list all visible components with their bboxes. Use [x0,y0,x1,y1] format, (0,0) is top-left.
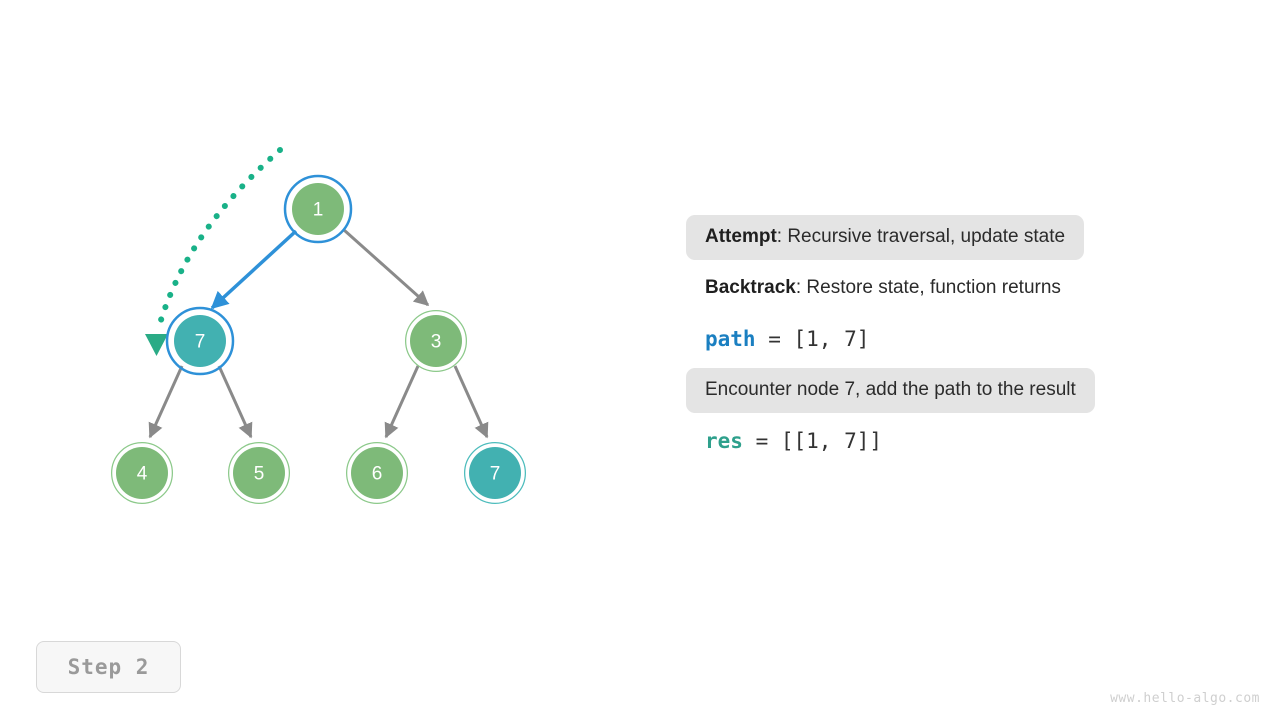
backtrack-row: Backtrack: Restore state, function retur… [686,265,1206,311]
tree-node-7-left[interactable]: 7 [165,306,235,376]
backtrack-line: Backtrack: Restore state, function retur… [686,266,1080,311]
edge-3-to-6 [384,365,420,439]
attempt-pill: Attempt: Recursive traversal, update sta… [686,214,1085,260]
backtrack-dotted-curve [155,147,283,333]
path-code-line: path = [1, 7] [686,316,1206,362]
backtrack-triangle-icon [145,334,168,356]
attempt-term: Attempt [705,225,777,247]
tree-node-7-leaf[interactable]: 7 [464,442,526,504]
backtrack-text: : Restore state, function returns [795,276,1061,298]
step-badge: Step 2 [36,641,181,693]
backtrack-term: Backtrack [705,276,796,298]
tree-node-1[interactable]: 1 [283,174,353,244]
tree-node-5[interactable]: 5 [228,442,290,504]
encounter-pill: Encounter node 7, add the path to the re… [686,367,1095,413]
res-code-line: res = [[1, 7]] [686,418,1206,464]
tree-edges [148,228,489,439]
watermark: www.hello-algo.com [1110,691,1260,706]
edge-1-to-7-active [210,229,298,310]
edge-7-to-4 [148,365,184,439]
res-variable: res [705,429,743,453]
edge-7-to-5 [217,365,253,439]
step-badge-label: Step 2 [67,655,150,679]
tree-node-6[interactable]: 6 [346,442,408,504]
binary-tree-diagram: 1 7 3 4 [111,147,526,504]
edge-1-to-3 [343,228,430,307]
attempt-text: : Recursive traversal, update state [776,225,1066,247]
tree-nodes: 1 7 3 4 [111,174,526,504]
path-value: = [1, 7] [755,327,870,351]
tree-node-3[interactable]: 3 [405,310,467,372]
explanation-panel: Attempt: Recursive traversal, update sta… [686,214,1206,469]
res-value: = [[1, 7]] [742,429,883,453]
path-variable: path [705,327,756,351]
encounter-row: Encounter node 7, add the path to the re… [686,367,1206,413]
attempt-row: Attempt: Recursive traversal, update sta… [686,214,1206,260]
edge-3-to-7 [453,365,489,439]
tree-node-4[interactable]: 4 [111,442,173,504]
